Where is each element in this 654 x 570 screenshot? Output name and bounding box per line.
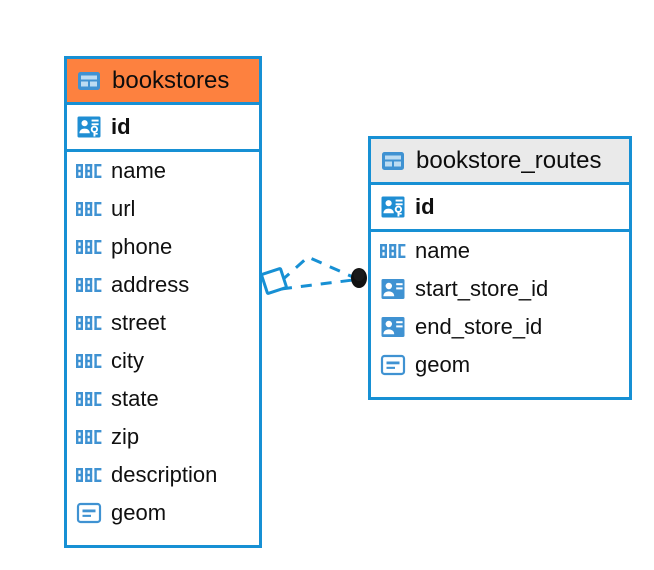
field-row-end-store-id[interactable]: end_store_id [371, 308, 629, 346]
entity-header-bookstores[interactable]: bookstores [67, 59, 259, 105]
field-label: city [111, 348, 144, 373]
text-abc-icon [380, 243, 406, 259]
fields-section: name start_store_id [371, 232, 629, 384]
diamond-endpoint[interactable] [260, 267, 288, 295]
field-row-address[interactable]: address [67, 266, 259, 304]
text-abc-icon [76, 315, 102, 331]
field-label: name [111, 158, 167, 183]
primary-key-section: id [67, 105, 259, 152]
primary-key-icon [380, 194, 406, 220]
field-label: geom [111, 500, 167, 525]
field-label: address [111, 272, 190, 297]
table-icon [76, 68, 102, 94]
field-row-geom[interactable]: geom [67, 494, 259, 532]
foreign-key-icon [380, 276, 406, 302]
geometry-icon [380, 352, 406, 378]
field-label: id [111, 114, 131, 139]
field-label: state [111, 386, 159, 411]
field-row-url[interactable]: url [67, 190, 259, 228]
field-row-id[interactable]: id [371, 185, 629, 229]
field-row-start-store-id[interactable]: start_store_id [371, 270, 629, 308]
text-abc-icon [76, 277, 102, 293]
field-label: id [415, 194, 435, 219]
field-label: phone [111, 234, 173, 259]
text-abc-icon [76, 467, 102, 483]
field-label: start_store_id [415, 276, 549, 301]
primary-key-icon [76, 114, 102, 140]
field-row-city[interactable]: city [67, 342, 259, 380]
text-abc-icon [76, 353, 102, 369]
field-label: zip [111, 424, 140, 449]
relationship-line-upper [280, 255, 354, 283]
filled-circle-endpoint[interactable] [351, 268, 367, 288]
field-row-state[interactable]: state [67, 380, 259, 418]
field-row-zip[interactable]: zip [67, 418, 259, 456]
text-abc-icon [76, 391, 102, 407]
text-abc-icon [76, 163, 102, 179]
table-icon [380, 148, 406, 174]
field-row-phone[interactable]: phone [67, 228, 259, 266]
field-row-geom[interactable]: geom [371, 346, 629, 384]
field-label: geom [415, 352, 471, 377]
entity-bookstores[interactable]: bookstores id [64, 56, 262, 548]
entity-header-bookstore-routes[interactable]: bookstore_routes [371, 139, 629, 185]
text-abc-icon [76, 201, 102, 217]
field-row-description[interactable]: description [67, 456, 259, 494]
entity-title: bookstore_routes [416, 146, 602, 174]
relationship-line-lower [280, 278, 354, 291]
field-label: street [111, 310, 167, 335]
primary-key-section: id [371, 185, 629, 232]
field-row-street[interactable]: street [67, 304, 259, 342]
entity-bookstore-routes[interactable]: bookstore_routes id [368, 136, 632, 400]
field-row-name[interactable]: name [67, 152, 259, 190]
text-abc-icon [76, 429, 102, 445]
foreign-key-icon [380, 314, 406, 340]
text-abc-icon [76, 239, 102, 255]
entity-title: bookstores [112, 66, 230, 94]
field-label: name [415, 238, 471, 263]
field-label: end_store_id [415, 314, 543, 339]
field-label: description [111, 462, 218, 487]
field-row-id[interactable]: id [67, 105, 259, 149]
fields-section: name [67, 152, 259, 532]
field-row-name[interactable]: name [371, 232, 629, 270]
field-label: url [111, 196, 136, 221]
geometry-icon [76, 500, 102, 526]
